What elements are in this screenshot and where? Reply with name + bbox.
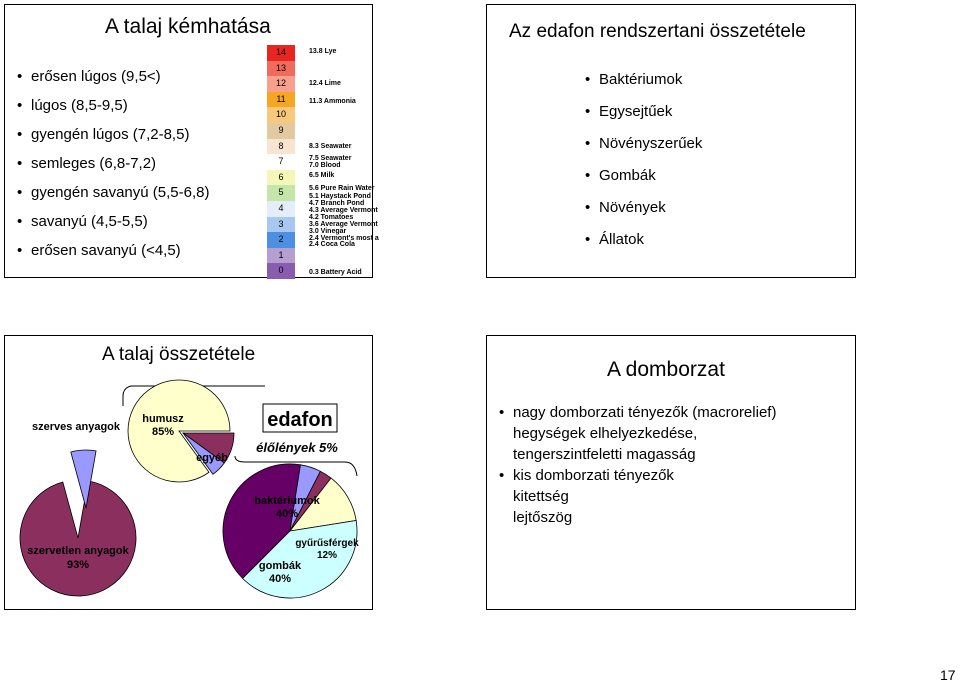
list-item: semleges (6,8-7,2) xyxy=(17,155,209,184)
ph-example-label: 0.3 Battery Acid xyxy=(309,269,362,276)
ph-example-label: 7.0 Blood xyxy=(309,162,341,169)
list-item: Állatok xyxy=(585,231,702,263)
list-item: nagy domborzati tényezők (macrorelief) h… xyxy=(499,402,839,465)
ph-level-14: 14 xyxy=(267,45,295,61)
ph-level-9: 9 xyxy=(267,123,295,139)
label-szervetlen: szervetlen anyagok xyxy=(27,545,129,557)
ph-example-label: 5.6 Pure Rain Water xyxy=(309,185,375,192)
list-item: kis domborzati tényezők kitettség lejtős… xyxy=(499,465,839,528)
list-item-sub: kitettség xyxy=(513,488,569,505)
pie-organic-matter xyxy=(127,379,235,483)
slide-edafon-osszetetel: Az edafon rendszertani összetétele Bakté… xyxy=(486,4,856,278)
label-elolenyek: élőlények 5% xyxy=(256,440,338,455)
bracket-line xyxy=(122,385,132,406)
label-gombak: gombák xyxy=(259,560,302,572)
label-bakteriumok: baktériumok xyxy=(254,495,320,507)
list-item: Növények xyxy=(585,199,702,231)
list-item: Gombák xyxy=(585,167,702,199)
list-item-label: nagy domborzati tényezők (macrorelief) xyxy=(513,404,777,421)
slide-title: Az edafon rendszertani összetétele xyxy=(509,21,806,42)
ph-level-13: 13 xyxy=(267,60,295,77)
ph-example-label: 2.4 Vermont's most a xyxy=(309,235,379,242)
ph-example-label: 3.0 Vinegar xyxy=(309,228,347,235)
domborzat-list: nagy domborzati tényezők (macrorelief) h… xyxy=(499,402,839,528)
label-bakteriumok-pct: 40% xyxy=(276,508,298,520)
soil-composition-diagram: edafon szerves anyagok szervetlen anyago… xyxy=(19,379,359,599)
ph-category-list: erősen lúgos (9,5<) lúgos (8,5-9,5) gyen… xyxy=(17,68,209,271)
slice-gombak xyxy=(242,520,358,599)
ph-example-label: 4.3 Average Vermont xyxy=(309,207,378,214)
ph-level-2: 2 xyxy=(267,232,295,248)
list-item: savanyú (4,5-5,5) xyxy=(17,213,209,242)
list-item-sub: tengerszintfeletti magasság xyxy=(513,446,696,463)
ph-level-12: 12 xyxy=(267,76,295,92)
slice-humusz xyxy=(127,379,231,483)
edafon-box xyxy=(262,403,338,433)
label-szerves: szerves anyagok xyxy=(32,421,121,433)
ph-example-label: 3.6 Average Vermont xyxy=(309,221,378,228)
bracket-line xyxy=(234,455,358,477)
edafon-list: Baktériumok Egysejtűek Növényszerűek Gom… xyxy=(585,71,702,263)
list-item: Baktériumok xyxy=(585,71,702,103)
label-szervetlen-pct: 93% xyxy=(67,559,89,571)
slide-talaj-kemhatasa: A talaj kémhatása erősen lúgos (9,5<) lú… xyxy=(4,4,379,279)
slide-title: A talaj összetétele xyxy=(102,344,256,365)
pie-edafon xyxy=(222,463,358,599)
list-item: erősen lúgos (9,5<) xyxy=(17,68,209,97)
label-gyurusfergek-pct: 12% xyxy=(317,550,337,561)
list-item-sub: lejtőszög xyxy=(513,509,573,526)
list-item: erősen savanyú (<4,5) xyxy=(17,242,209,271)
slice-elolenyek xyxy=(182,432,225,475)
list-item-sub: hegységek elhelyezkedése, xyxy=(513,425,698,442)
ph-level-7: 7 xyxy=(267,154,295,170)
ph-example-label: 5.1 Haystack Pond xyxy=(309,193,371,200)
slice-szervetlen xyxy=(19,480,137,597)
slide-title: A domborzat xyxy=(607,358,725,381)
list-item-label: kis domborzati tényezők xyxy=(513,467,674,484)
slide-talaj-osszetetel: A talaj összetétele edafon szerves anyag… xyxy=(4,335,373,610)
ph-example-label: 13.8 Lye xyxy=(309,48,337,55)
label-humusz: humusz xyxy=(142,413,184,425)
ph-level-5: 5 xyxy=(267,185,295,201)
ph-level-3: 3 xyxy=(267,216,295,233)
ph-example-label: 12.4 Lime xyxy=(309,80,341,87)
label-gyurusfergek: gyűrűsférgek xyxy=(295,538,359,549)
list-item: lúgos (8,5-9,5) xyxy=(17,97,209,126)
label-egyeb: egyéb xyxy=(196,452,228,464)
ph-level-1: 1 xyxy=(267,247,295,264)
ph-level-10: 10 xyxy=(267,107,295,123)
label-gombak-pct: 40% xyxy=(269,573,291,585)
slice-szerves xyxy=(70,449,97,509)
ph-example-label: 6.5 Milk xyxy=(309,172,335,179)
slide-title: A talaj kémhatása xyxy=(105,15,271,38)
ph-example-label: 11.3 Ammonia xyxy=(309,98,356,105)
ph-level-4: 4 xyxy=(267,201,295,217)
slide-domborzat: A domborzat nagy domborzati tényezők (ma… xyxy=(486,335,856,610)
ph-example-label: 4.7 Branch Pond xyxy=(309,200,365,207)
ph-example-label: 2.4 Coca Cola xyxy=(309,241,355,248)
ph-level-6: 6 xyxy=(267,169,295,186)
ph-example-label: 8.3 Seawater xyxy=(309,143,352,150)
pie-inorganic-organic xyxy=(19,449,137,597)
label-humusz-pct: 85% xyxy=(152,426,174,438)
list-item: Egysejtűek xyxy=(585,103,702,135)
list-item: gyengén savanyú (5,5-6,8) xyxy=(17,184,209,213)
ph-level-0: 0 xyxy=(267,263,295,279)
ph-level-11: 11 xyxy=(267,91,295,108)
slice-bakteriumok xyxy=(222,463,301,579)
ph-example-label: 7.5 Seawater xyxy=(309,155,352,162)
ph-example-label: 4.2 Tomatoes xyxy=(309,214,354,221)
edafon-title: edafon xyxy=(267,409,333,431)
list-item: gyengén lúgos (7,2-8,5) xyxy=(17,126,209,155)
page-number: 17 xyxy=(940,667,956,683)
list-item: Növényszerűek xyxy=(585,135,702,167)
ph-level-8: 8 xyxy=(267,138,295,155)
